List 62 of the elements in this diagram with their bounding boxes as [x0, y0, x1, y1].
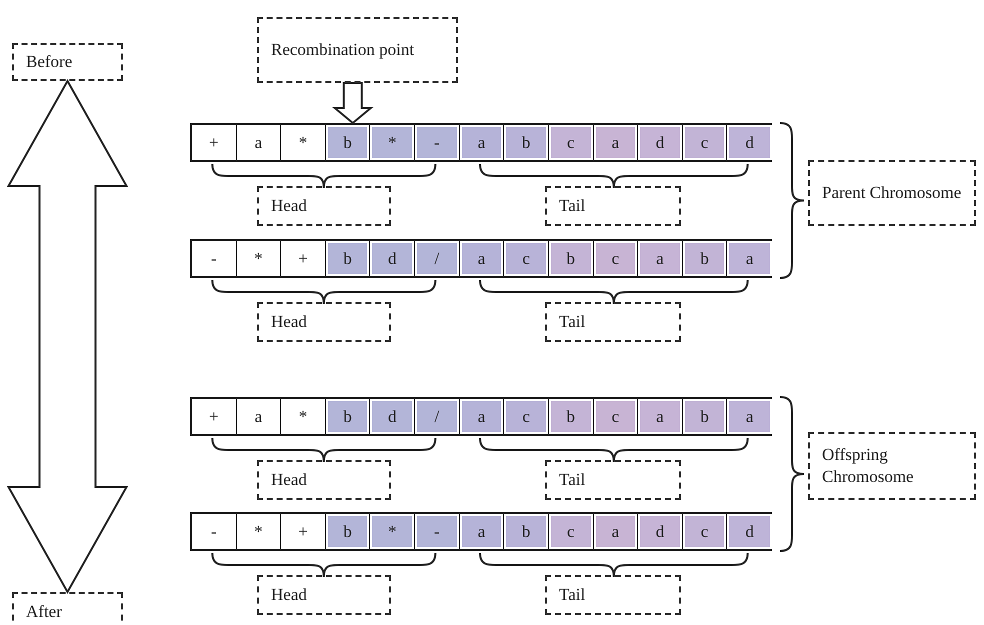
chromosome-bar	[190, 397, 772, 436]
gene-cell: c	[682, 125, 728, 160]
gene-cell: -	[415, 514, 460, 549]
chromosome-bar	[190, 512, 772, 551]
label-box: Head	[257, 186, 391, 226]
gene-cell: *	[370, 125, 416, 160]
label-box: Head	[257, 302, 391, 342]
label-box: Tail	[545, 302, 681, 342]
block-arrow	[332, 82, 374, 124]
gene-cell: a	[460, 125, 504, 160]
gene-cell: *	[370, 514, 416, 549]
gene-cell: b	[326, 241, 370, 276]
label-box: Recombination point	[257, 17, 458, 83]
gene-cell: d	[727, 514, 772, 549]
gene-cell: a	[236, 399, 282, 434]
block-arrow	[6, 78, 128, 594]
gene-cell: c	[594, 241, 638, 276]
gene-cell: b	[504, 514, 549, 549]
gene-cell: b	[548, 399, 594, 434]
label-box: Parent Chromosome	[808, 160, 976, 226]
gene-cell: *	[236, 241, 282, 276]
gene-cell: /	[415, 241, 460, 276]
gene-cell: d	[727, 125, 772, 160]
gene-cell: a	[638, 241, 683, 276]
gene-cell: a	[236, 125, 282, 160]
gene-cell: c	[548, 125, 594, 160]
gene-cell: b	[326, 399, 370, 434]
gene-cell: /	[415, 399, 460, 434]
gene-cell: a	[638, 399, 683, 434]
gene-cell: d	[638, 125, 683, 160]
gene-cell: c	[594, 399, 638, 434]
gene-cell: a	[460, 514, 504, 549]
label-box: Tail	[545, 460, 681, 500]
gene-cell: c	[682, 514, 728, 549]
gene-cell: b	[326, 125, 370, 160]
label-box: Head	[257, 575, 391, 615]
gene-cell: *	[236, 514, 282, 549]
gene-cell: d	[638, 514, 683, 549]
gene-cell: b	[504, 125, 549, 160]
gene-cell: d	[370, 241, 416, 276]
label-box: Tail	[545, 575, 681, 615]
gene-cell: a	[727, 241, 772, 276]
label-box: Before	[12, 43, 123, 81]
chromosome-bar	[190, 239, 772, 278]
label-box: Head	[257, 460, 391, 500]
gene-cell: b	[682, 241, 728, 276]
gene-cell: -	[415, 125, 460, 160]
gene-cell: c	[548, 514, 594, 549]
label-box: Offspring Chromosome	[808, 432, 976, 500]
label-box: Tail	[545, 186, 681, 226]
gene-cell: b	[548, 241, 594, 276]
gene-cell: b	[682, 399, 728, 434]
gene-cell: a	[460, 241, 504, 276]
gene-cell: d	[370, 399, 416, 434]
gene-cell: a	[594, 514, 638, 549]
gene-cell: c	[504, 241, 549, 276]
gene-cell: a	[460, 399, 504, 434]
gene-cell: c	[504, 399, 549, 434]
gene-cell: b	[326, 514, 370, 549]
gene-cell: a	[727, 399, 772, 434]
chromosome-bar	[190, 123, 772, 162]
gene-cell: a	[594, 125, 638, 160]
